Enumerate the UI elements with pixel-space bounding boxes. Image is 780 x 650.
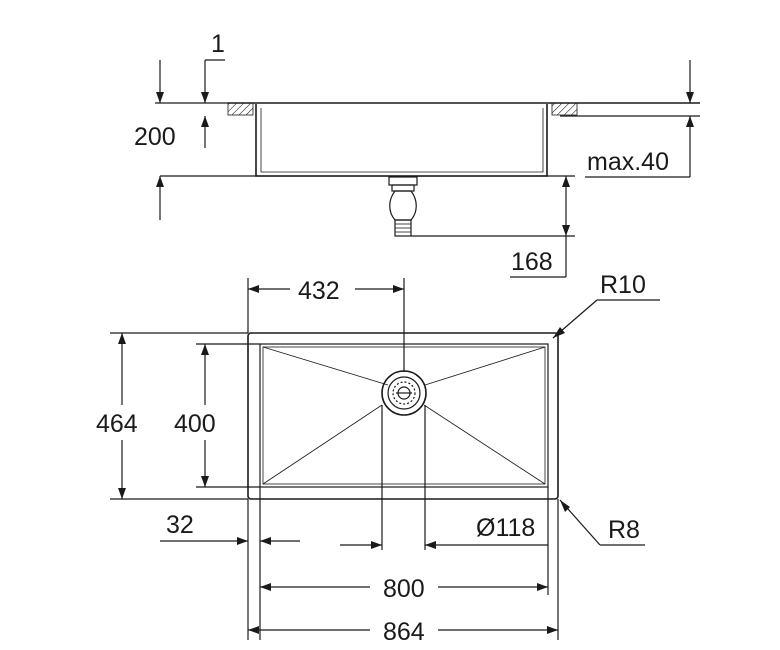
dimension-outer-depth: 464 [96, 332, 248, 500]
dimension-rim-offset-label: 32 [166, 511, 194, 539]
dimension-thickness-label: 1 [211, 30, 225, 58]
basin-slope-lines [262, 346, 546, 485]
dimension-inner-radius-label: R8 [608, 516, 640, 544]
dimension-half-width: 432 [247, 277, 405, 372]
dimension-waste-depth-label: 168 [511, 248, 553, 276]
right-clamp [551, 102, 578, 116]
dimension-outer-radius-label: R10 [600, 271, 646, 299]
dimension-outer-depth-label: 464 [96, 410, 138, 438]
dimension-outer-radius: R10 [552, 271, 660, 339]
dimension-depth: 200 [134, 60, 228, 220]
dimension-depth-label: 200 [134, 123, 176, 151]
dimension-inner-width: 800 [260, 487, 549, 603]
dimension-max-counter-label: max.40 [587, 148, 669, 176]
side-view: 1 200 max.40 168 [134, 30, 700, 278]
dimension-rim-offset: 32 [160, 487, 300, 640]
top-view: 432 R10 464 400 [96, 271, 660, 646]
left-clamp [227, 102, 254, 116]
basin-profile-inner [260, 108, 544, 173]
waste-fitting [388, 176, 418, 237]
outer-rim [247, 332, 559, 500]
dimension-thickness: 1 [201, 30, 225, 148]
dimension-max-counter: max.40 [585, 60, 694, 178]
dimension-inner-radius: R8 [559, 499, 645, 546]
dimension-drain-diameter-label: Ø118 [476, 514, 535, 542]
drain [381, 370, 427, 416]
dimension-half-width-label: 432 [298, 277, 340, 305]
dimension-inner-depth: 400 [174, 343, 260, 488]
dimension-inner-width-label: 800 [383, 575, 425, 603]
basin-profile-outer [255, 104, 548, 177]
dimension-outer-width: 864 [248, 499, 559, 646]
dimension-drain-diameter: Ø118 [340, 405, 548, 550]
dimension-outer-width-label: 864 [383, 618, 425, 646]
dimension-waste-depth: 168 [510, 176, 570, 278]
dimension-inner-depth-label: 400 [174, 410, 216, 438]
